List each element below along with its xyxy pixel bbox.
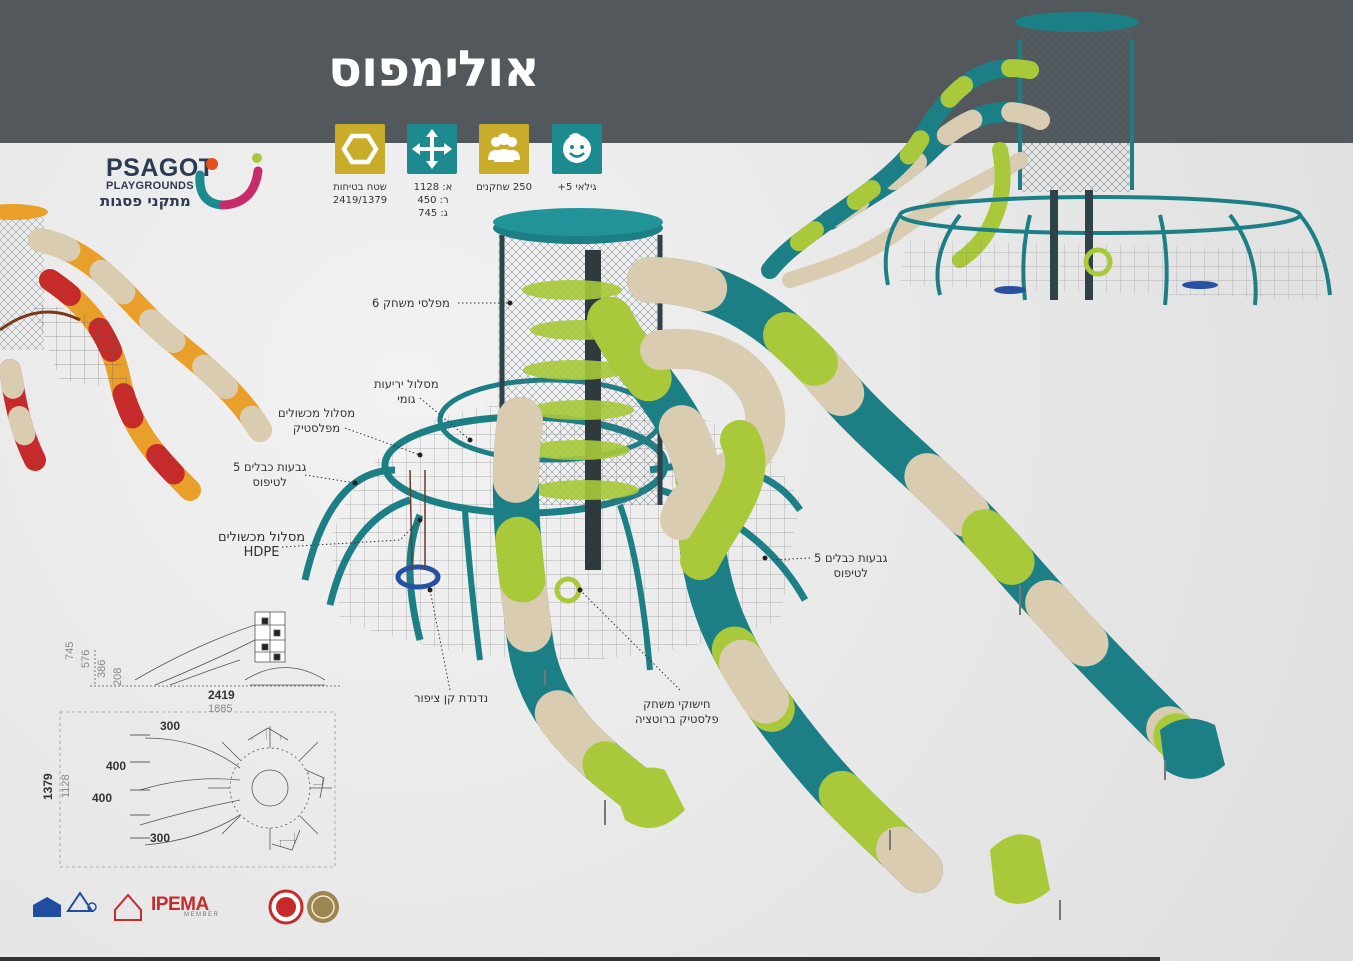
- certification-logos: [33, 889, 339, 925]
- callout-rotating-rings: חישוקי משחק פלסטיק ברוטציה: [635, 697, 719, 726]
- technical-side-elevation: [90, 611, 340, 687]
- height-745: 745: [64, 641, 76, 660]
- footer-rule: [0, 957, 1160, 961]
- offset-400-lower: 400: [92, 791, 113, 805]
- callout-hdpe-obstacles: מסלול מכשולים HDPE: [218, 530, 306, 560]
- left-partial-structure: [0, 204, 272, 501]
- hexagon-icon: [335, 124, 385, 174]
- brand-hebrew: מתקני פסגות: [100, 192, 191, 210]
- width-total: 1379: [41, 773, 55, 800]
- main-structure: [301, 208, 1225, 920]
- callout-plastic-obstacles: מסלול מכשולים מפלסטיק: [278, 406, 356, 435]
- callout-play-levels: מפלסי משחק 6: [372, 296, 450, 310]
- perspective-view-structure: [761, 12, 1332, 306]
- callout-rope-hills-left: גבעות כבלים 5 לטיפוס: [233, 460, 307, 489]
- technical-plan-view: [59, 711, 336, 868]
- safety-area-caption: שטח בטיחות 2419/1379: [332, 182, 388, 206]
- offset-300-top: 300: [160, 719, 181, 733]
- callout-rubber-sheets: מסלול יריעות גומי: [374, 377, 439, 406]
- players-caption: 250 שחקנים: [476, 182, 532, 193]
- callout-rope-hills-right: גבעות כבלים 5 לטיפוס: [814, 551, 888, 580]
- callout-bird-nest-swing: נדנדת קן ציפור: [414, 691, 489, 705]
- height-386: 386: [96, 659, 108, 678]
- offset-400-upper: 400: [106, 759, 127, 773]
- height-208: 208: [112, 667, 124, 686]
- ipema-logo: IPEMA: [151, 894, 209, 915]
- child-face-icon: [552, 124, 602, 174]
- length-inner: 1885: [208, 703, 233, 715]
- ipema-member-text: MEMBER: [184, 912, 220, 918]
- length-total: 2419: [208, 688, 235, 702]
- users-icon: [479, 124, 529, 174]
- width-inner: 1128: [60, 774, 72, 798]
- age-caption: גילאי 5+: [557, 182, 597, 193]
- height-576: 576: [80, 649, 92, 668]
- product-title: אולימפוס: [328, 40, 540, 98]
- brand-sub: PLAYGROUNDS: [106, 180, 194, 192]
- move-arrows-icon: [407, 124, 457, 174]
- offset-300-bottom: 300: [150, 831, 171, 845]
- dimensions-caption: א: 1128 ר: 450 ג: 745: [413, 182, 453, 219]
